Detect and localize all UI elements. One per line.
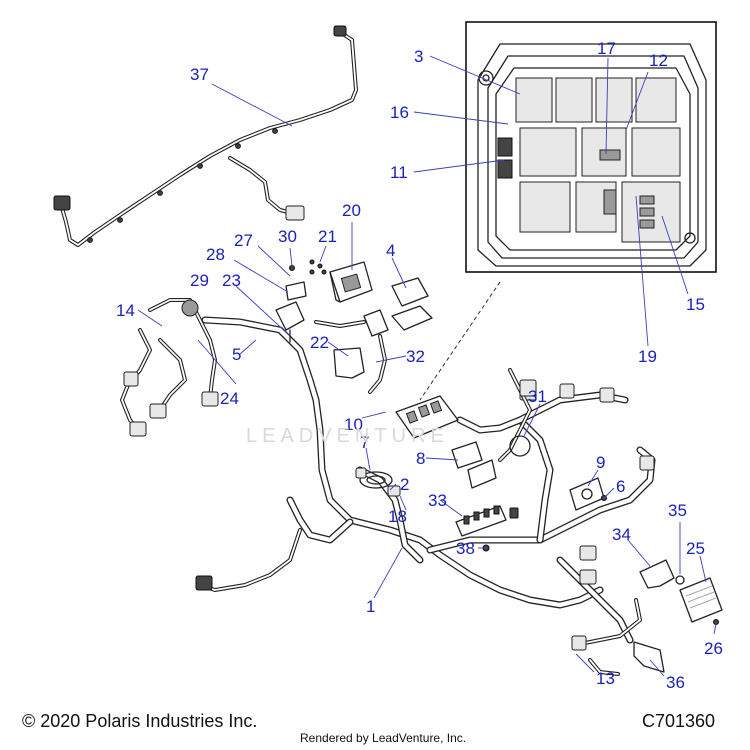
callout-9: 9 <box>596 453 605 472</box>
harness-31 <box>498 368 537 462</box>
callout-7: 7 <box>360 433 369 452</box>
connector-8 <box>451 441 497 489</box>
callout-19: 19 <box>638 347 657 366</box>
callout-17: 17 <box>597 39 616 58</box>
plate-9 <box>569 477 607 511</box>
grommets-2-7-18 <box>355 467 401 497</box>
front-harness-14 <box>120 298 219 437</box>
callout-21: 21 <box>318 227 337 246</box>
callout-15: 15 <box>686 295 705 314</box>
callout-33: 33 <box>428 491 447 510</box>
callout-11: 11 <box>390 163 408 182</box>
rear-harness-37 <box>53 25 358 247</box>
callout-4: 4 <box>386 241 395 260</box>
callout-24: 24 <box>220 389 239 408</box>
callout-8: 8 <box>416 449 425 468</box>
callout-16: 16 <box>390 103 409 122</box>
callout-13: 13 <box>596 669 615 688</box>
callout-31: 31 <box>528 387 547 406</box>
callout-36: 36 <box>666 673 685 692</box>
copyright-text: © 2020 Polaris Industries Inc. <box>22 711 258 731</box>
callout-18: 18 <box>388 507 407 526</box>
fuse-box-10 <box>395 395 459 439</box>
watermark: LEADVENTURE <box>246 425 449 447</box>
callout-5: 5 <box>232 345 241 364</box>
callout-37: 37 <box>190 65 209 84</box>
callout-23: 23 <box>222 271 241 290</box>
callout-3: 3 <box>414 47 423 66</box>
catalog-number: C701360 <box>642 711 716 731</box>
callout-25: 25 <box>686 539 705 558</box>
callout-10: 10 <box>344 415 363 434</box>
callout-27: 27 <box>234 231 253 250</box>
harness-13 <box>571 598 642 676</box>
leader-lines <box>137 55 717 677</box>
callout-12: 12 <box>649 51 668 70</box>
connector-block-33 <box>455 505 519 537</box>
callout-38: 38 <box>456 539 475 558</box>
nut-35 <box>675 575 685 585</box>
callout-30: 30 <box>278 227 297 246</box>
callout-29: 29 <box>190 271 209 290</box>
main-harness-1 <box>195 316 656 644</box>
callout-2: 2 <box>400 475 409 494</box>
inset-link-line <box>419 281 501 401</box>
callout-32: 32 <box>406 347 425 366</box>
callout-28: 28 <box>206 245 225 264</box>
callout-14: 14 <box>116 301 135 320</box>
callout-26: 26 <box>704 639 723 658</box>
ecu-20 <box>329 261 373 303</box>
callout-34: 34 <box>612 525 631 544</box>
bracket-34 <box>639 559 675 589</box>
callout-6: 6 <box>616 477 625 496</box>
regulator-25 <box>679 577 723 623</box>
inset-fuse-box-detail <box>465 21 717 273</box>
bracket-36 <box>633 641 665 673</box>
bracket-22 <box>333 347 365 379</box>
callout-22: 22 <box>310 333 329 352</box>
module-4 <box>391 277 433 331</box>
rendered-by-text: Rendered by LeadVenture, Inc. <box>300 731 467 745</box>
screw-26 <box>713 619 719 625</box>
callout-20: 20 <box>342 201 361 220</box>
fasteners-21-30 <box>289 259 327 275</box>
connector-32 <box>314 309 389 394</box>
callout-35: 35 <box>668 501 687 520</box>
callout-labels: 37 3 17 12 16 11 15 19 20 30 21 27 4 28 … <box>116 39 723 692</box>
callout-1: 1 <box>366 597 375 616</box>
